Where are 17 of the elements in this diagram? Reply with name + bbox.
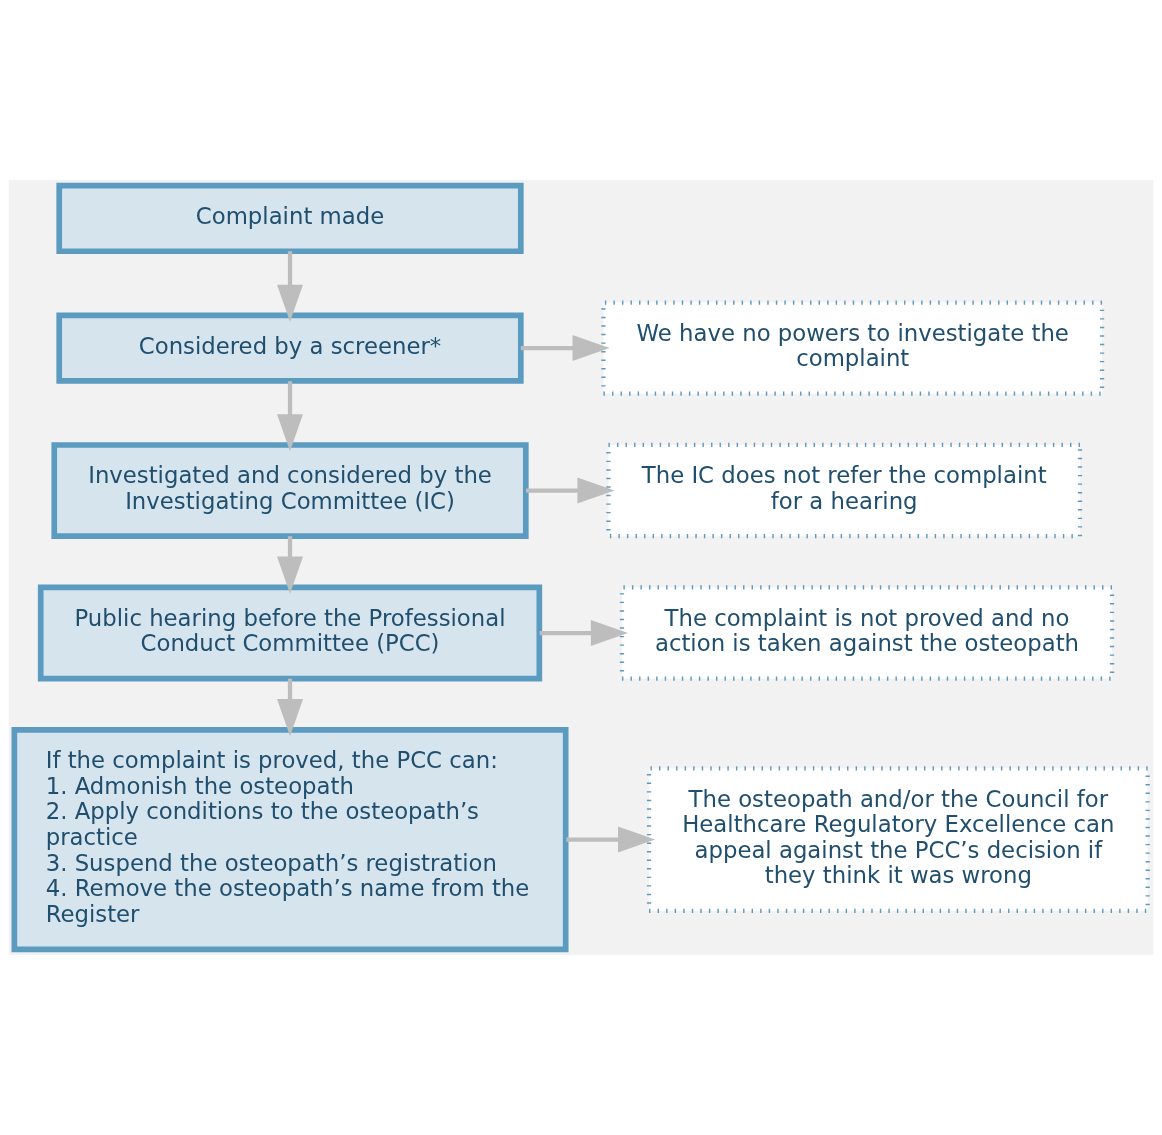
arrow — [277, 536, 303, 594]
arrow — [526, 477, 615, 504]
arrow — [277, 381, 303, 452]
arrow — [277, 678, 303, 737]
node-box: Complaint made — [56, 182, 524, 255]
arrow — [539, 620, 628, 647]
node-box: The osteopath and/or the Council for Healthcare Regulatory Excellence can appeal against the PCC’s decision if they think it was wrong — [646, 766, 1150, 913]
node-box: The IC does not refer the complaint for a hearing — [606, 442, 1083, 539]
node-box: Public hearing before the Professional Conduct Committee (PCC) — [37, 584, 543, 682]
arrow — [566, 826, 656, 853]
node-box: If the complaint is proved, the PCC can: 1. Admonish the osteopath 2. Apply conditions to the osteopath’s practice 3. Suspend the osteopath’s registration 4. Remove the osteopath’s name from the Register — [11, 727, 569, 953]
node-box: Considered by a screener* — [56, 312, 524, 384]
arrow — [520, 335, 610, 362]
node-box: Investigated and considered by the Investigating Committee (IC) — [51, 442, 529, 539]
node-box: We have no powers to investigate the complaint — [601, 300, 1105, 396]
node-box: The complaint is not proved and no action is taken against the osteopath — [619, 585, 1115, 681]
arrow — [277, 251, 303, 322]
